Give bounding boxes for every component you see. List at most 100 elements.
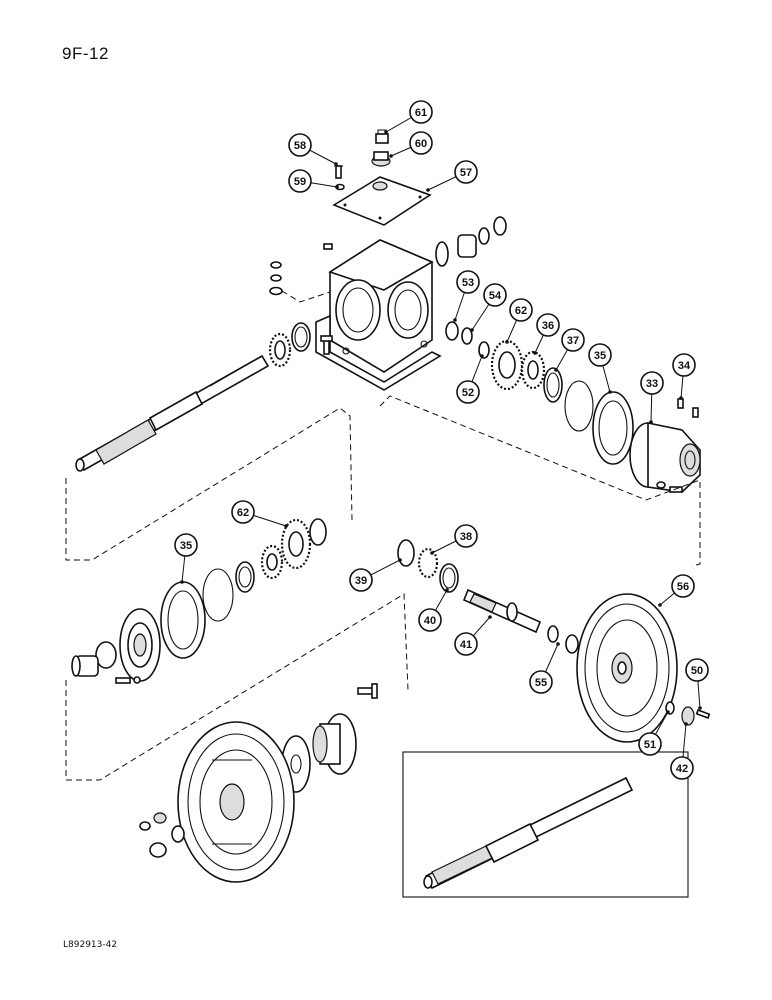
- callout-arrowhead: [666, 710, 670, 714]
- callout-arrowhead: [556, 642, 560, 646]
- callout-number: 61: [415, 107, 427, 119]
- callout-35: 35: [588, 343, 612, 394]
- callout-arrowhead: [470, 328, 474, 332]
- callout-circle: [685, 658, 709, 682]
- callout-number: 62: [515, 305, 527, 317]
- callout-arrowhead: [658, 603, 662, 607]
- callout-36: 36: [533, 313, 560, 355]
- right-bearing-stack: [435, 216, 507, 267]
- callout-number: 35: [180, 540, 192, 552]
- retaining-ring: [445, 321, 459, 341]
- callout-42: 42: [670, 722, 694, 780]
- callout-arrowhead: [608, 390, 612, 394]
- callout-arrowhead: [398, 558, 402, 562]
- callout-circle: [670, 756, 694, 780]
- callout-arrowhead: [533, 351, 537, 355]
- callout-60: 60: [389, 131, 433, 158]
- callout-number: 42: [676, 763, 688, 775]
- pulley-hardware: [139, 812, 185, 858]
- callout-circle: [288, 169, 312, 193]
- callout-arrowhead: [335, 185, 339, 189]
- lower-o-ring: [202, 568, 234, 622]
- callout-number: 53: [462, 277, 474, 289]
- shim-gasket: [592, 391, 634, 465]
- callout-number: 52: [462, 387, 474, 399]
- callout-arrowhead: [488, 615, 492, 619]
- callout-number: 60: [415, 138, 427, 150]
- callout-circle: [640, 371, 664, 395]
- input-bearing-cup: [291, 322, 311, 352]
- callout-number: 59: [294, 176, 306, 188]
- callout-39: 39: [349, 558, 402, 592]
- callout-number: 55: [535, 677, 547, 689]
- inset-shaft: [423, 776, 634, 890]
- callout-number: 51: [644, 739, 656, 751]
- callout-51: 51: [638, 710, 670, 756]
- callout-number: 62: [237, 507, 249, 519]
- callout-circle: [418, 608, 442, 632]
- callout-circle: [529, 670, 553, 694]
- hub-bolt: [357, 683, 378, 699]
- snap-ring: [461, 327, 473, 345]
- callout-number: 50: [691, 665, 703, 677]
- lower-screw: [115, 676, 141, 684]
- callout-arrowhead: [505, 340, 509, 344]
- gearbox-housing: [315, 239, 442, 391]
- housing-hardware: [269, 243, 333, 303]
- callout-41: 41: [454, 615, 492, 656]
- callout-35: 35: [174, 533, 198, 584]
- callout-arrowhead: [684, 722, 688, 726]
- callout-arrowhead: [384, 130, 388, 134]
- callout-61: 61: [384, 100, 433, 134]
- callout-arrowhead: [389, 154, 393, 158]
- callout-circle: [671, 574, 695, 598]
- callout-57: 57: [426, 160, 478, 192]
- callout-arrowhead: [453, 318, 457, 322]
- callout-arrowhead: [430, 551, 434, 555]
- callout-circle: [483, 283, 507, 307]
- callout-62: 62: [505, 298, 533, 344]
- callout-50: 50: [685, 658, 709, 710]
- callout-33: 33: [640, 371, 664, 424]
- input-shaft: [75, 354, 270, 472]
- callout-55: 55: [529, 642, 560, 694]
- callout-53: 53: [453, 270, 480, 322]
- output-shaft: [462, 588, 542, 634]
- callout-circle: [588, 343, 612, 367]
- bearing-housing: [629, 422, 701, 493]
- shaft-spacers: [547, 625, 579, 654]
- callout-circle: [174, 533, 198, 557]
- bearing-cone-38: [417, 547, 439, 579]
- cover-screw: [334, 165, 343, 179]
- seal-ring: [309, 518, 327, 546]
- shaft-washer: [397, 539, 415, 567]
- lower-cap: [71, 655, 99, 677]
- callout-circle: [288, 133, 312, 157]
- lower-bearing: [260, 544, 284, 580]
- figure-code: L892913-42: [63, 940, 118, 950]
- callout-circle: [509, 298, 533, 322]
- callout-56: 56: [658, 574, 695, 607]
- o-ring: [564, 380, 594, 432]
- callout-circle: [456, 270, 480, 294]
- callout-circle: [454, 160, 478, 184]
- callout-62: 62: [231, 500, 288, 528]
- callout-circle: [638, 732, 662, 756]
- callout-number: 41: [460, 639, 472, 651]
- callout-circle: [409, 131, 433, 155]
- callout-52: 52: [456, 354, 484, 404]
- callout-number: 37: [567, 335, 579, 347]
- callout-circle: [456, 380, 480, 404]
- callout-34: 34: [672, 353, 696, 400]
- bevel-gear-lower: [280, 518, 312, 570]
- callout-arrowhead: [284, 524, 288, 528]
- lower-housing: [119, 608, 161, 682]
- cotter-pin: [695, 709, 711, 719]
- callout-arrowhead: [334, 162, 338, 166]
- callout-59: 59: [288, 169, 339, 193]
- callout-number: 33: [646, 378, 658, 390]
- callout-arrowhead: [698, 706, 702, 710]
- callout-circle: [231, 500, 255, 524]
